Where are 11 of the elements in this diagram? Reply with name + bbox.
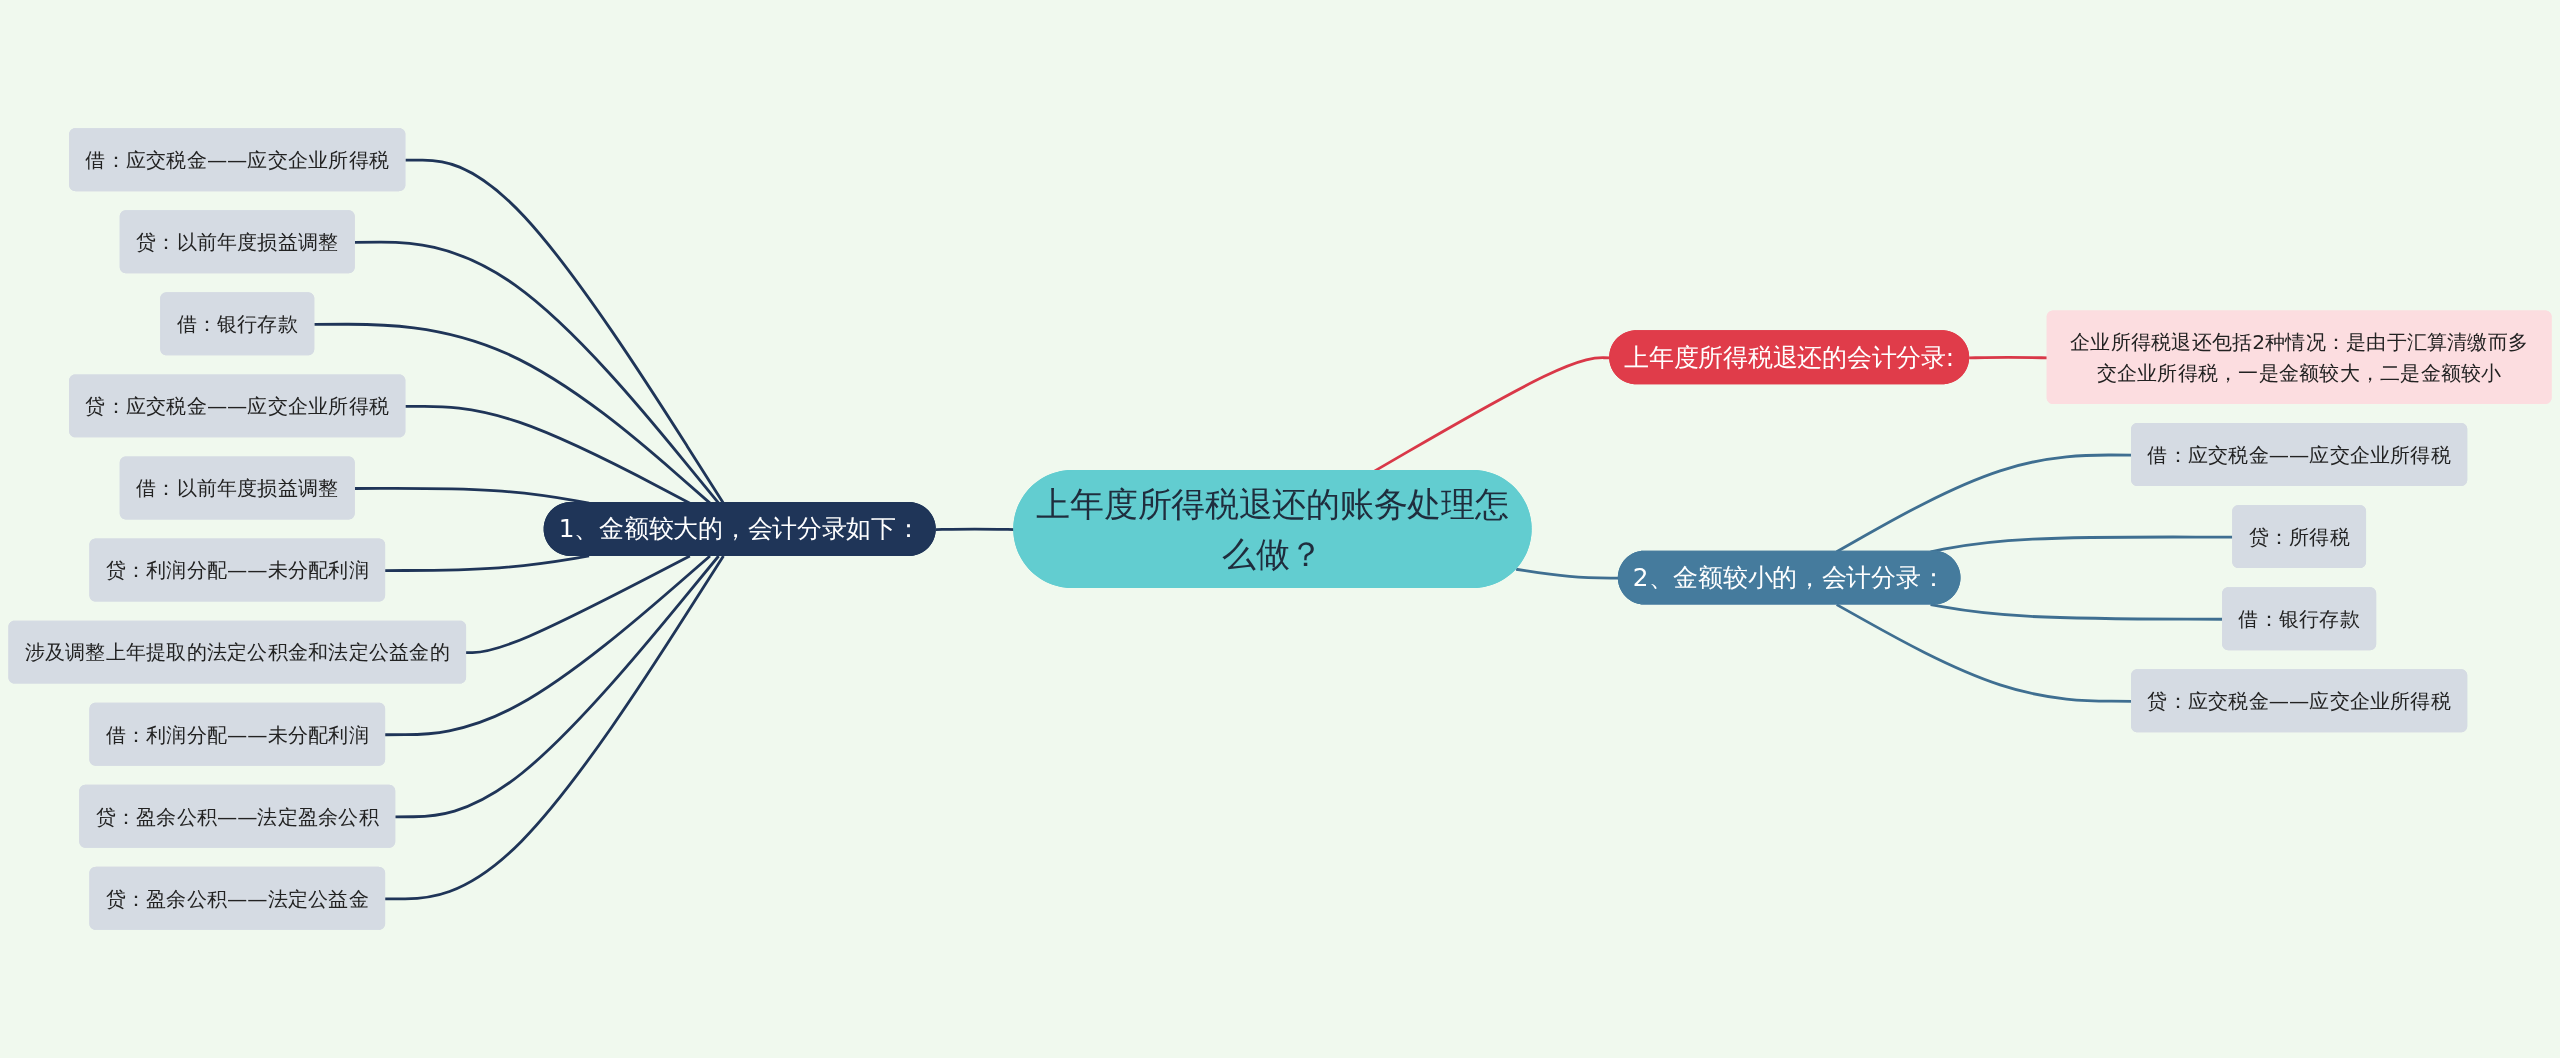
connector <box>385 554 711 737</box>
connector <box>935 527 1015 531</box>
connector <box>1969 356 2048 360</box>
connector <box>395 555 720 819</box>
connector <box>385 554 590 572</box>
connector <box>466 554 691 655</box>
connector <box>314 322 711 505</box>
connector <box>354 240 720 505</box>
connector <box>385 555 725 901</box>
connector <box>405 158 725 504</box>
connector <box>1515 567 1619 580</box>
